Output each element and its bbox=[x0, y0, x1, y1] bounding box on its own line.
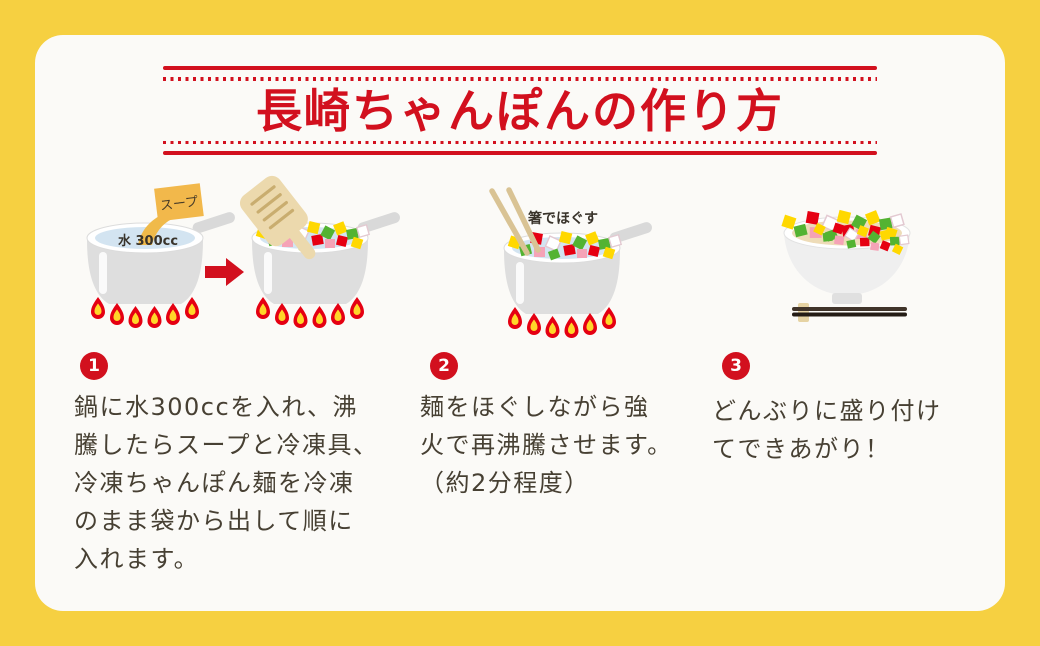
title-block: 長崎ちゃんぽんの作り方 bbox=[163, 66, 877, 155]
arrow-right-icon bbox=[205, 258, 244, 286]
text-line: てできあがり！ bbox=[712, 435, 891, 463]
text-line: 火で再沸騰させます。 bbox=[420, 431, 673, 459]
step-2-number-badge: 2 bbox=[430, 352, 458, 380]
step-1-number-badge: 1 bbox=[80, 352, 108, 380]
text-line: どんぶりに盛り付け bbox=[712, 397, 942, 425]
text-line: 冷凍ちゃんぽん麺を冷凍 bbox=[74, 469, 355, 497]
step-3-number-badge: 3 bbox=[722, 352, 750, 380]
champon-bowl-icon bbox=[780, 209, 912, 304]
pot-with-water-icon: スープ 水 300cc bbox=[86, 183, 237, 328]
pot-with-ingredients-icon bbox=[239, 175, 402, 328]
step-2-illustration: 箸でほぐす bbox=[489, 187, 654, 345]
soup-packet-label: スープ bbox=[159, 195, 199, 215]
text-line: 入れます。 bbox=[74, 545, 200, 573]
step-2-description: 麺をほぐしながら強 火で再沸騰させます。 （約2分程度） bbox=[420, 388, 730, 502]
step-3-illustration bbox=[780, 209, 912, 322]
chopsticks-icon bbox=[489, 187, 541, 256]
step-1-illustration: スープ 水 300cc bbox=[86, 175, 402, 345]
step-1-description: 鍋に水300ccを入れ、沸 騰したらスープと冷凍具、 冷凍ちゃんぽん麺を冷凍 の… bbox=[74, 388, 419, 578]
text-line: 鍋に水300ccを入れ、沸 bbox=[74, 393, 358, 421]
text-line: 騰したらスープと冷凍具、 bbox=[74, 431, 379, 459]
resting-chopsticks-icon bbox=[792, 303, 907, 322]
water-amount-label: 水 300cc bbox=[118, 233, 178, 249]
text-line: （約2分程度） bbox=[420, 469, 590, 497]
soup-packet-icon: スープ bbox=[154, 183, 204, 222]
recipe-panel: 長崎ちゃんぽんの作り方 bbox=[35, 35, 1005, 611]
stir-with-chopsticks-label: 箸でほぐす bbox=[528, 210, 598, 227]
pot-boiling-icon: 箸でほぐす bbox=[489, 187, 654, 338]
title-top-rule bbox=[163, 66, 877, 70]
title-bottom-dotted-rule bbox=[163, 140, 877, 144]
soup-pour-stream bbox=[138, 213, 172, 245]
step-3-description: どんぶりに盛り付け てできあがり！ bbox=[712, 392, 1027, 468]
text-line: のまま袋から出して順に bbox=[74, 507, 354, 535]
page-title: 長崎ちゃんぽんの作り方 bbox=[256, 83, 784, 138]
title-bottom-rule bbox=[163, 151, 877, 155]
spatula-icon bbox=[239, 175, 316, 260]
title-top-dotted-rule bbox=[163, 77, 877, 81]
text-line: 麺をほぐしながら強 bbox=[420, 393, 650, 421]
